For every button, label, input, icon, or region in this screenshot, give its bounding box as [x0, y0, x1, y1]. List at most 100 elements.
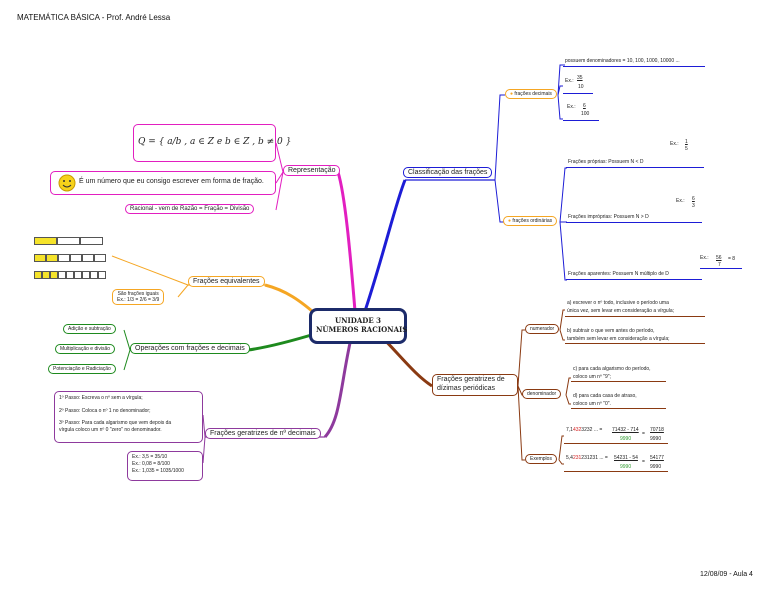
proprias-ex: Ex.:: [670, 141, 679, 147]
aparentes-ex-underline: [700, 268, 742, 269]
geratrizes-decimais-node[interactable]: Frações geratrizes de nº decimais: [205, 428, 321, 439]
decimais-ex1-num: 35: [577, 75, 583, 81]
proprias-den: 5: [685, 146, 688, 152]
numerador-b-line1: b) subtrair o que vem antes do período,: [567, 328, 655, 334]
denominador-d-line1: d) para cada casa de atraso,: [573, 393, 637, 399]
ex1-result-num: 70718: [650, 427, 664, 433]
formula-box: Q = { a/b , a ∈ Z e b ∈ Z , b ≠ 0 }: [133, 124, 291, 162]
decimais-ex1-prefix: Ex.:: [565, 78, 574, 84]
denominador-c-line2: coloco um nº "9";: [573, 373, 611, 380]
racional-box: Racional - vem de Razão = Fração = Divis…: [125, 204, 255, 214]
decimal-example-3: Ex.: 1,035 = 1035/1000: [132, 468, 184, 474]
aparentes-num: 56: [716, 255, 722, 261]
fraction-bars: [34, 237, 114, 287]
decimal-examples-box: Ex.: 3,5 = 35/10 Ex.: 0,08 = 8/100 Ex.: …: [127, 451, 203, 481]
improprias-num: 6: [692, 196, 695, 202]
denominador-d: d) para cada casa de atraso, coloco um n…: [573, 393, 637, 408]
denominador-d-line2: coloco um nº "0".: [573, 400, 611, 407]
dizimas-node[interactable]: Frações geratrizes de dízimas periódicas: [432, 374, 518, 396]
ex1-period: 432: [572, 427, 582, 433]
step-3a: 3º Passo: Para cada algarismo que vem de…: [59, 420, 172, 426]
aparentes-text: Frações aparentes: Possuem N múltiplo de…: [568, 271, 669, 277]
header-title: MATEMÁTICA BÁSICA - Prof. André Lessa: [17, 13, 171, 22]
numerador-node[interactable]: numerador: [525, 324, 560, 334]
decimais-ex2-den: 100: [581, 111, 590, 117]
ex1-numerator: 71432 - 714: [612, 427, 639, 433]
classificacao-node[interactable]: Classificação das frações: [403, 167, 493, 178]
decimal-example-1: Ex.: 3,5 = 35/10: [132, 454, 168, 460]
improprias-underline: [566, 222, 702, 223]
decimais-ex1-underline: [563, 93, 593, 94]
equivalentes-note-line2: Ex.: 1/3 = 2/6 = 3/9: [117, 297, 160, 303]
ex2-underline: [564, 471, 668, 472]
equivalentes-node[interactable]: Frações equivalentes: [188, 276, 265, 287]
numerador-a-underline: [565, 316, 705, 317]
proprias-num: 1: [685, 139, 688, 145]
denominador-node[interactable]: denominador: [522, 389, 562, 399]
numerador-b-line2: também sem levar em consideração a vírgu…: [567, 335, 670, 342]
improprias-den: 3: [692, 203, 695, 209]
ex2-numerator: 54231 - 54: [614, 455, 638, 461]
numerador-b-underline: [565, 343, 705, 344]
center-node[interactable]: UNIDADE 3 NÚMEROS RACIONAIS: [309, 308, 407, 344]
ex1-equals: =: [642, 431, 645, 437]
ex1-rest: 3232 ... =: [581, 427, 603, 433]
decimais-ex2-prefix: Ex.:: [567, 104, 576, 110]
equivalentes-note-line1: São frações iguais: [117, 291, 159, 297]
ordinarias-node[interactable]: ● frações ordinárias: [503, 216, 558, 226]
decimais-label: frações decimais: [514, 91, 552, 97]
smiley-icon: [58, 174, 76, 192]
decimais-desc: possuem denominadores = 10, 100, 1000, 1…: [565, 58, 680, 64]
aparentes-ex: Ex.:: [700, 255, 709, 261]
footer-date: 12/08/09 - Aula 4: [700, 571, 753, 578]
numerador-a-line1: a) escrever o nº todo, inclusive o perío…: [567, 300, 669, 306]
numerador-a: a) escrever o nº todo, inclusive o perío…: [567, 300, 674, 315]
denominador-d-underline: [571, 408, 666, 409]
decimais-ex1-den: 10: [578, 84, 584, 90]
op-item-potenciacao: Potenciação e Radiciação: [48, 364, 116, 374]
ex2-denominator: 9990: [620, 464, 632, 470]
aparentes-res: = 8: [728, 256, 736, 262]
ex1-start: 7,1: [566, 427, 573, 433]
numerador-a-line2: única vez, sem levar em consideração a v…: [567, 307, 674, 314]
decimais-node[interactable]: ● frações decimais: [505, 89, 557, 99]
ex2-rest: 231231 ... =: [581, 455, 608, 461]
equivalentes-note: São frações iguais Ex.: 1/3 = 2/6 = 3/9: [112, 289, 165, 305]
aparentes-den: 7: [718, 262, 721, 268]
aparentes-underline: [566, 279, 702, 280]
denominador-c-underline: [571, 381, 666, 382]
exemplos-node[interactable]: Exemplos: [525, 454, 557, 464]
representacao-node[interactable]: Representação: [283, 165, 341, 176]
ex2-result-den: 9990: [650, 464, 662, 470]
ex1-result-den: 9990: [650, 436, 662, 442]
steps-box: 1º Passo: Escreva o nº sem a vírgula; 2º…: [54, 391, 203, 443]
decimais-ex2-underline: [563, 120, 599, 121]
dizima-example-2: 5,4231231231 ... =: [566, 455, 608, 462]
dizima-example-1: 7,14323232 ... =: [566, 427, 603, 434]
denominador-c-line1: c) para cada algarismo do período,: [573, 366, 651, 372]
numerador-b: b) subtrair o que vem antes do período, …: [567, 328, 670, 343]
op-item-adicao: Adição e subtração: [63, 324, 116, 334]
denominador-c: c) para cada algarismo do período, coloc…: [573, 366, 651, 381]
ex2-result-num: 54177: [650, 455, 664, 461]
decimais-ex2-num: 6: [583, 103, 586, 109]
smile-text: É um número que eu consigo escrever em f…: [79, 178, 264, 185]
improprias-ex: Ex.:: [676, 198, 685, 204]
decimal-example-2: Ex.: 0,08 = 8/100: [132, 461, 170, 467]
ex1-denominator: 9990: [620, 436, 632, 442]
step-3b: vírgula coloco um nº 0 "zero" no denomin…: [59, 426, 162, 433]
dizimas-label-line2: dízimas periódicas: [437, 384, 495, 392]
proprias-underline: [566, 167, 704, 168]
dizimas-label-line1: Frações geratrizes de: [437, 376, 505, 383]
smile-box: É um número que eu consigo escrever em f…: [50, 171, 276, 195]
operacoes-node[interactable]: Operações com frações e decimais: [130, 343, 250, 354]
proprias-text: Frações próprias: Possuem N < D: [568, 159, 644, 165]
decimais-desc-underline: [563, 66, 705, 67]
step-2: 2º Passo: Coloca o nº 1 no denominador;: [59, 407, 151, 414]
op-item-multiplicacao: Multiplicação e divisão: [55, 344, 116, 354]
center-title-line2: NÚMEROS RACIONAIS: [316, 325, 408, 334]
center-title-line1: UNIDADE 3: [335, 316, 381, 325]
ex2-start: 5,4: [566, 455, 573, 461]
ex2-equals: =: [642, 459, 645, 465]
improprias-text: Frações impróprias: Possuem N > D: [568, 214, 649, 220]
